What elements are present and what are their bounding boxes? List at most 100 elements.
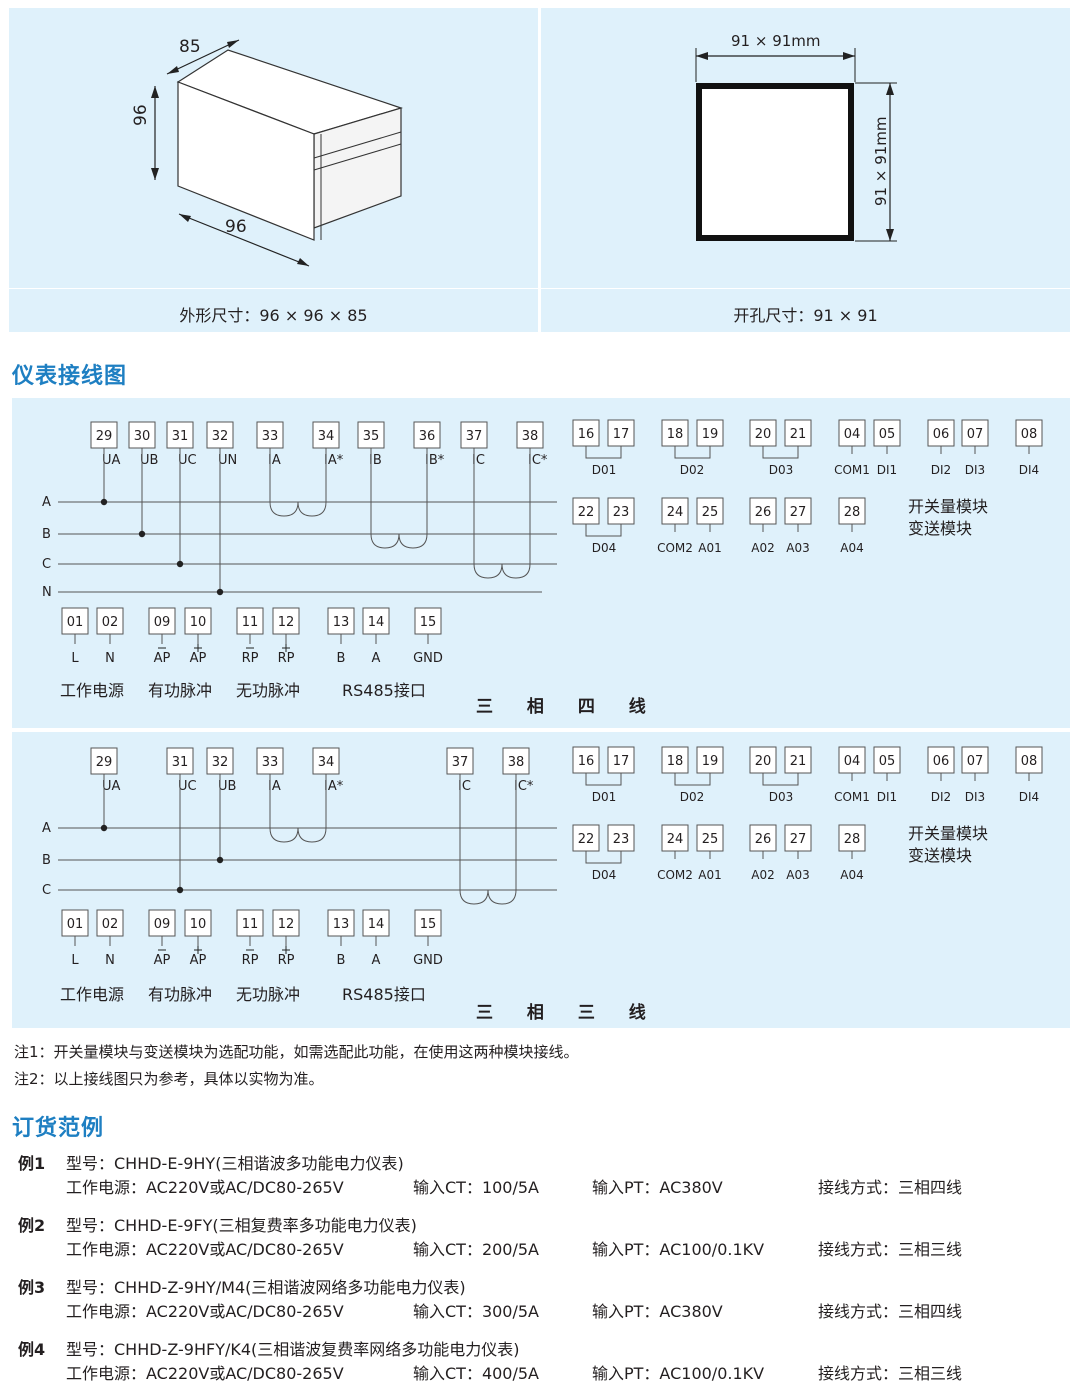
terminal-27-number: 27 — [790, 832, 807, 847]
terminal-35[interactable] — [357, 421, 385, 449]
example-wiring: 接线方式：三相四线 — [818, 1302, 963, 1321]
terminal-12-number: 12 — [278, 615, 295, 630]
outline-width-dim: 96 — [225, 217, 247, 237]
terminal-17[interactable] — [607, 746, 635, 774]
terminal-23[interactable] — [607, 497, 635, 525]
terminal-25-number: 25 — [702, 505, 719, 520]
terminal-20[interactable] — [749, 419, 777, 447]
terminal-31[interactable] — [166, 421, 194, 449]
terminal-02[interactable] — [96, 909, 124, 937]
terminal-19-number: 19 — [702, 427, 719, 442]
terminal-10[interactable] — [184, 909, 212, 937]
terminal-15-number: 15 — [420, 917, 437, 932]
terminal-label-ia-star: IA* — [324, 453, 344, 468]
terminal-22-number: 22 — [578, 832, 595, 847]
terminal-21-number: 21 — [790, 754, 807, 769]
terminal-18[interactable] — [661, 419, 689, 447]
terminal-label-09: AP — [154, 953, 171, 968]
terminal-01[interactable] — [61, 607, 89, 635]
terminal-20[interactable] — [749, 746, 777, 774]
terminal-label-ub: UB — [140, 453, 158, 468]
module-label-di2: DI2 — [931, 790, 951, 804]
terminal-label-01: L — [71, 953, 79, 968]
example-model: 型号：CHHD-E-9HY(三相谐波多功能电力仪表) — [66, 1154, 404, 1173]
terminal-28[interactable] — [838, 824, 866, 852]
terminal-25[interactable] — [696, 497, 724, 525]
terminal-08[interactable] — [1015, 746, 1043, 774]
terminal-12[interactable] — [272, 607, 300, 635]
group-label-0: 工作电源 — [60, 985, 124, 1004]
terminal-08-number: 08 — [1021, 427, 1038, 442]
example-model: 型号：CHHD-E-9FY(三相复费率多功能电力仪表) — [66, 1216, 417, 1235]
terminal-26[interactable] — [749, 497, 777, 525]
module-label-d03: D03 — [769, 790, 794, 804]
line-label-c-3w: C — [42, 883, 51, 898]
terminal-33[interactable] — [256, 747, 284, 775]
terminal-15[interactable] — [414, 607, 442, 635]
terminal-34[interactable] — [312, 421, 340, 449]
terminal-29[interactable] — [90, 747, 118, 775]
module-label-a03: A03 — [786, 868, 809, 882]
terminal-11[interactable] — [236, 607, 264, 635]
terminal-label-11: RP — [242, 953, 259, 968]
terminal-01[interactable] — [61, 909, 89, 937]
terminal-22[interactable] — [572, 497, 600, 525]
module-label-a04: A04 — [840, 541, 863, 555]
terminal-37[interactable] — [446, 747, 474, 775]
module-label-a01: A01 — [698, 541, 721, 555]
terminal-06[interactable] — [927, 419, 955, 447]
terminal-19-number: 19 — [702, 754, 719, 769]
terminal-36[interactable] — [413, 421, 441, 449]
terminal-09[interactable] — [148, 909, 176, 937]
terminal-04[interactable] — [838, 746, 866, 774]
module-label-a01: A01 — [698, 868, 721, 882]
terminal-12[interactable] — [272, 909, 300, 937]
terminal-07-number: 07 — [967, 427, 984, 442]
terminal-16[interactable] — [572, 419, 600, 447]
module-label-d04: D04 — [592, 541, 617, 555]
terminal-11[interactable] — [236, 909, 264, 937]
terminal-38[interactable] — [502, 747, 530, 775]
example-ct: 输入CT：200/5A — [413, 1240, 540, 1259]
module-label-d02: D02 — [680, 790, 705, 804]
terminal-16[interactable] — [572, 746, 600, 774]
terminal-label-14: A — [372, 953, 381, 968]
terminal-29[interactable] — [90, 421, 118, 449]
terminal-label-10: AP — [190, 651, 207, 666]
terminal-05[interactable] — [873, 419, 901, 447]
terminal-31-number: 31 — [172, 429, 189, 444]
terminal-08-number: 08 — [1021, 754, 1038, 769]
terminal-15[interactable] — [414, 909, 442, 937]
terminal-14[interactable] — [362, 909, 390, 937]
terminal-02[interactable] — [96, 607, 124, 635]
example-power: 工作电源：AC220V或AC/DC80-265V — [66, 1364, 344, 1383]
example-wiring: 接线方式：三相三线 — [818, 1364, 963, 1383]
terminal-27[interactable] — [784, 497, 812, 525]
cutout-height-dim: 91 × 91mm — [872, 116, 890, 206]
module-label-d04: D04 — [592, 868, 617, 882]
terminal-21[interactable] — [784, 419, 812, 447]
terminal-07[interactable] — [961, 419, 989, 447]
terminal-28[interactable] — [838, 497, 866, 525]
terminal-09-number: 09 — [154, 917, 171, 932]
outline-depth-dim: 85 — [179, 37, 201, 57]
terminal-22[interactable] — [572, 824, 600, 852]
cutout-caption: 开孔尺寸：91 × 91 — [733, 306, 878, 325]
terminal-32[interactable] — [206, 747, 234, 775]
group-label-1: 有功脉冲 — [148, 681, 212, 700]
example-ct: 输入CT：400/5A — [413, 1364, 540, 1383]
terminal-33[interactable] — [256, 421, 284, 449]
terminal-10[interactable] — [184, 607, 212, 635]
terminal-32[interactable] — [206, 421, 234, 449]
terminal-37[interactable] — [460, 421, 488, 449]
terminal-17[interactable] — [607, 419, 635, 447]
terminal-14-number: 14 — [368, 917, 385, 932]
example-pt: 输入PT：AC100/0.1KV — [592, 1364, 765, 1383]
terminal-30[interactable] — [128, 421, 156, 449]
terminal-14[interactable] — [362, 607, 390, 635]
terminal-label-ua: UA — [102, 453, 121, 468]
terminal-27[interactable] — [784, 824, 812, 852]
example-model: 型号：CHHD-Z-9HY/M4(三相谐波网络多功能电力仪表) — [66, 1278, 466, 1297]
terminal-26[interactable] — [749, 824, 777, 852]
